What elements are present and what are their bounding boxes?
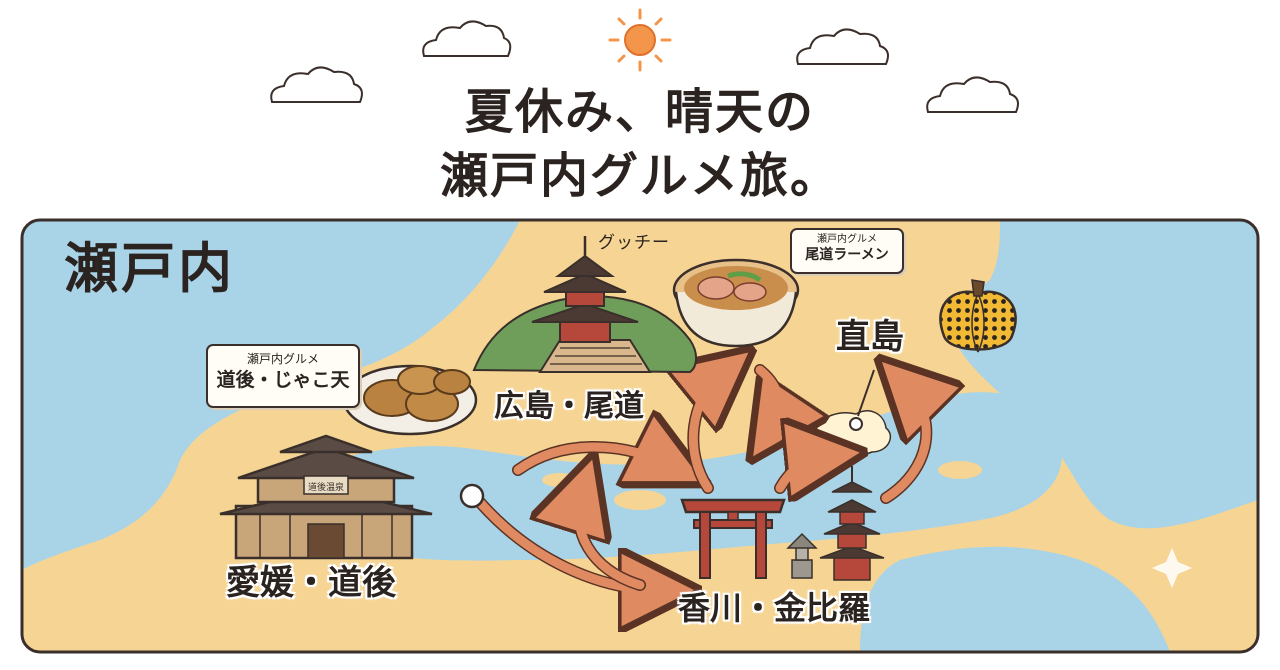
cloud-icon bbox=[926, 76, 1019, 113]
card-title: 道後・じゃこ天 bbox=[216, 369, 350, 392]
route-arrow bbox=[574, 487, 645, 590]
route-arrow bbox=[881, 381, 931, 503]
place-label-hiroshima-onomichi: 広島・尾道 bbox=[494, 389, 644, 424]
cloud-icon bbox=[422, 20, 512, 57]
pagoda-icon bbox=[819, 466, 885, 581]
pumpkin-icon bbox=[939, 279, 1017, 353]
naoshima-pointer bbox=[857, 369, 875, 417]
sparkle-icon bbox=[1152, 548, 1192, 588]
castle-icon bbox=[472, 236, 697, 374]
region-title: 瀬戸内 bbox=[64, 237, 235, 300]
page-title-line-2: 瀬戸内グルメ旅。 bbox=[439, 148, 840, 204]
route-arrows bbox=[472, 365, 931, 590]
sea-area bbox=[860, 546, 1170, 652]
lantern-icon bbox=[786, 532, 818, 579]
torii-icon bbox=[680, 498, 786, 579]
route-arrow bbox=[755, 365, 784, 433]
place-label-naoshima: 直島 bbox=[836, 317, 904, 357]
ramen-icon bbox=[672, 258, 800, 348]
dogo-onsen-icon: 道後温泉 bbox=[219, 434, 433, 560]
route-arrow bbox=[513, 442, 677, 475]
food-card-jakoten: 瀬戸内グルメ 道後・じゃこ天 bbox=[206, 344, 360, 408]
route-arrow bbox=[775, 451, 831, 493]
place-label-kagawa-konpira: 香川・金比羅 bbox=[678, 589, 871, 627]
sun-icon bbox=[608, 8, 672, 72]
card-title: 尾道ラーメン bbox=[805, 247, 889, 263]
naoshima-marker bbox=[849, 417, 863, 431]
card-category: 瀬戸内グルメ bbox=[246, 352, 319, 366]
place-label-ehime-dogo: 愛媛・道後 bbox=[226, 563, 396, 603]
page-title-line-1: 夏休み、晴天の bbox=[464, 84, 815, 140]
jakoten-icon bbox=[342, 364, 478, 436]
food-card-ramen: 瀬戸内グルメ 尾道ラーメン bbox=[790, 228, 904, 274]
start-marker-icon bbox=[459, 483, 485, 509]
gucchi-label: グッチー bbox=[598, 233, 670, 253]
route-arrow bbox=[688, 369, 727, 493]
card-category: 瀬戸内グルメ bbox=[817, 234, 877, 245]
dogo-sign-text: 道後温泉 bbox=[308, 481, 344, 493]
cloud-icon bbox=[270, 66, 363, 103]
cloud-icon bbox=[796, 28, 889, 65]
sea-area bbox=[956, 220, 1258, 529]
